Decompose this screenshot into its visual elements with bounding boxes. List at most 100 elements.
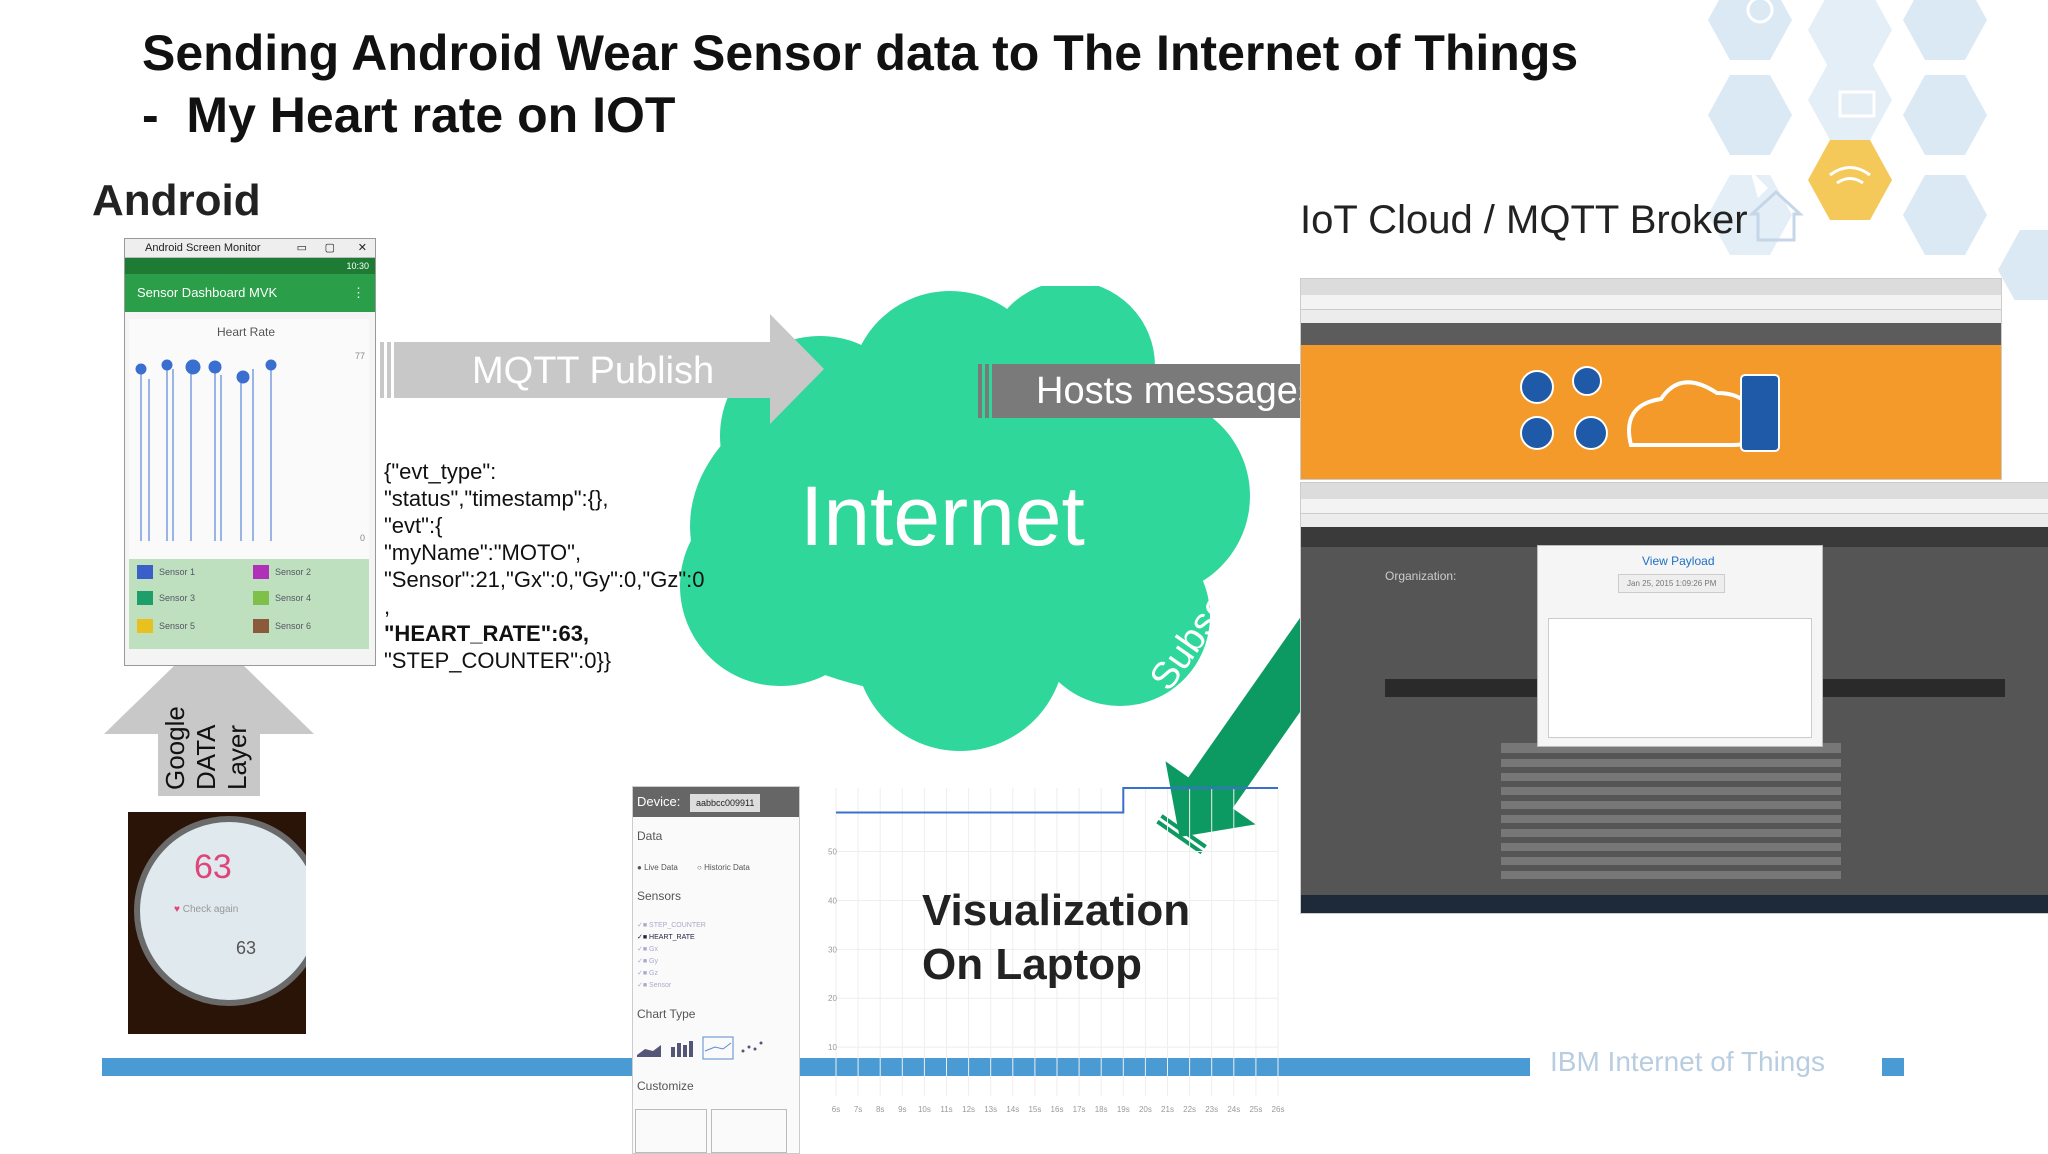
legend-sensor-5: Sensor 5 [159,621,196,631]
x-tick-label: 19s [1117,1105,1130,1114]
data-section-label: Data [637,829,663,843]
browser-tabs [1301,279,2001,295]
broker-heading: IoT Cloud / MQTT Broker [1300,198,1748,242]
device-label: Device: [637,794,681,809]
x-tick-label: 8s [876,1105,884,1114]
google-label: Google [160,706,190,790]
hexagon-icon-pattern [1708,0,2048,300]
minimize-icon[interactable]: ▭ [296,242,307,254]
maximize-icon[interactable]: ▢ [324,242,335,254]
sensor-checkbox-sensor[interactable]: ✓■ Sensor [637,982,672,989]
json-line: {"evt_type": [384,459,497,484]
sensor-checkbox-gz[interactable]: ✓■ Gz [637,970,658,977]
message-log-rows [1501,743,1841,879]
app-bar: Sensor Dashboard MVK ⋮ [125,274,375,312]
json-line: "status","timestamp":{}, [384,486,609,511]
y-tick-label: 50 [828,848,837,857]
sensor-checkbox-gy[interactable]: ✓■ Gy [637,958,658,965]
overflow-menu-icon[interactable]: ⋮ [352,285,365,300]
chart-type-label: Chart Type [637,1007,696,1021]
status-time: 10:30 [346,261,369,271]
customize-option-box-2[interactable] [711,1109,787,1153]
json-line: "Sensor":21,"Gx":0,"Gy":0,"Gz":0 [384,567,705,592]
x-tick-label: 22s [1183,1105,1196,1114]
json-line: , [384,594,391,619]
y-max-label: 77 [354,351,365,361]
message-log-table [1501,743,1841,893]
watch-heart-rate-small: 63 [236,938,257,958]
sensor-legend: Sensor 1 Sensor 2 Sensor 3 Sensor 4 Sens… [129,559,369,649]
page-title: Sending Android Wear Sensor data to The … [142,22,1578,146]
sensor-checkbox-step-counter[interactable]: ✓■ STEP_COUNTER [637,922,706,929]
live-data-label: Live Data [644,863,678,872]
heart-icon: ♥ [174,904,180,915]
sensor-item-label: STEP_COUNTER [649,922,706,929]
internet-cloud [680,286,1250,751]
title-line-1: Sending Android Wear Sensor data to The … [142,25,1579,81]
x-tick-label: 6s [832,1105,840,1114]
x-tick-label: 12s [962,1105,975,1114]
google-data-layer-arrow [104,632,314,796]
iot-dashboard-nav [1301,527,2048,547]
layer-label: Layer [222,724,252,790]
mqtt-publish-label: MQTT Publish [472,350,715,392]
iot-foundation-browser-screenshot [1300,278,2002,480]
legend-sensor-3: Sensor 3 [159,593,196,603]
sensor-item-label: Gy [649,958,658,965]
x-tick-label: 26s [1272,1105,1285,1114]
view-payload-modal: View Payload Jan 25, 2015 1:09:26 PM [1537,545,1823,747]
json-payload: {"evt_type": "status","timestamp":{}, "e… [384,458,704,674]
heart-rate-chart: Heart Rate 77 0 [129,319,369,559]
close-icon[interactable]: ✕ [357,242,367,254]
browser-tabs [1301,483,2048,499]
payload-timestamp: Jan 25, 2015 1:09:26 PM [1618,574,1726,593]
organization-label: Organization: [1385,569,1457,583]
hosts-messages-arrow [978,334,1402,446]
data-label: DATA [191,724,221,790]
sensor-item-label: Sensor [649,982,672,989]
android-screen-monitor: Android Screen Monitor ✕ ▢ ▭ 10:30 Senso… [124,238,376,666]
y-tick-label: 20 [828,994,837,1003]
chart-type-icons[interactable] [635,1035,775,1063]
app-title: Sensor Dashboard MVK [137,285,278,300]
iot-banner-icons [1520,366,1780,452]
y-tick-label: 10 [828,1043,837,1052]
watch-face: 63 ♥ Check again 63 [134,816,306,1006]
customize-option-box-1[interactable] [635,1109,707,1153]
internet-label: Internet [800,469,1085,563]
sensors-section-label: Sensors [637,889,682,903]
historic-data-radio[interactable]: ○ Historic Data [697,863,750,872]
legend-sensor-2: Sensor 2 [275,567,312,577]
iot-foundation-nav [1301,323,2001,345]
device-selector: Device: aabbcc009911 [633,787,799,817]
legend-sensor-1: Sensor 1 [159,567,196,577]
x-tick-label: 7s [854,1105,862,1114]
x-tick-label: 24s [1227,1105,1240,1114]
json-line: "evt":{ [384,513,443,538]
visualization-side-panel: Device: aabbcc009911 Data ● Live Data ○ … [632,786,800,1154]
sensor-checkbox-heart-rate[interactable]: ✓■ HEART_RATE [637,934,695,941]
sensor-checkbox-gx[interactable]: ✓■ Gx [637,946,658,953]
live-data-radio[interactable]: ● Live Data [637,863,678,872]
sensor-item-label: Gz [649,970,658,977]
x-tick-label: 9s [898,1105,906,1114]
watch-message: ♥ Check again [174,904,238,915]
x-tick-label: 20s [1139,1105,1152,1114]
watch-heart-rate: 63 [194,848,232,886]
visualization-label: Visualization On Laptop [922,884,1190,992]
visualization-line-1: Visualization [922,886,1191,935]
window-title: Android Screen Monitor [145,242,261,254]
x-tick-label: 11s [940,1105,952,1114]
payload-content-box [1548,618,1812,738]
device-id-select[interactable]: aabbcc009911 [689,794,761,812]
browser-bookmarks-bar [1301,514,2048,528]
historic-data-label: Historic Data [704,863,750,872]
browser-address-bar [1301,295,2001,310]
json-line: "STEP_COUNTER":0}} [384,648,612,673]
footer-bar [102,1058,1530,1076]
window-title-bar: Android Screen Monitor ✕ ▢ ▭ [125,239,375,258]
iot-foundation-banner [1301,323,2001,479]
json-line: "myName":"MOTO", [384,540,582,565]
customize-label: Customize [637,1079,694,1093]
